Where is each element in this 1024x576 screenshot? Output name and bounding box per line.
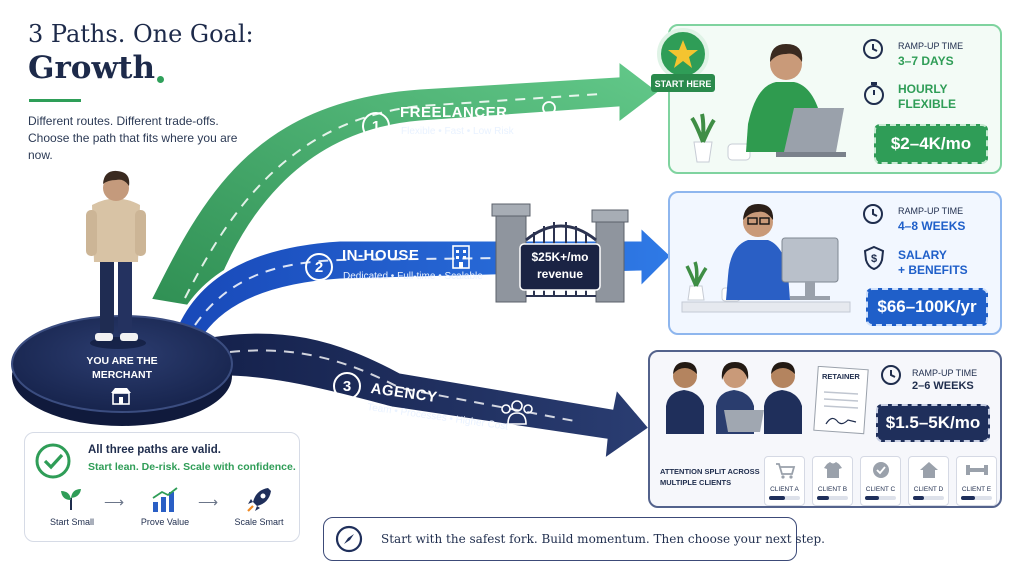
inhouse-illustration — [681, 204, 851, 313]
footer-banner — [323, 517, 797, 561]
path-1-title: FREELANCER — [400, 104, 508, 121]
agency-rampup-label: RAMP-UP TIME — [912, 368, 978, 378]
summary-tagline: Start lean. De-risk. Scale with confiden… — [88, 461, 296, 473]
bar-chart-icon — [152, 487, 178, 512]
retainer-document — [813, 366, 869, 435]
summary-heading: All three paths are valid. — [88, 444, 221, 456]
agency-team-illustration — [666, 362, 802, 434]
merchant-label: YOU ARE THE MERCHANT — [86, 355, 158, 381]
freelancer-illustration — [690, 44, 846, 163]
client-label: CLIENT B — [817, 486, 848, 493]
path-2-number: 2 — [305, 253, 333, 281]
agency-price-tag: $1.5–5K/mo — [876, 404, 990, 442]
footer-text: Start with the safest fork. Build moment… — [381, 532, 825, 546]
store-icon — [111, 388, 131, 405]
client-tile: CLIENT C — [860, 456, 901, 506]
check-circle-icon — [35, 443, 71, 479]
freelancer-rampup-label: RAMP-UP TIME — [898, 41, 964, 51]
agency-rampup-value: 2–6 WEEKS — [912, 380, 974, 392]
client-progress-fill — [817, 496, 830, 500]
summary-box — [24, 432, 300, 542]
freelancer-pay-label: HOURLY — [898, 82, 948, 96]
compass-icon — [335, 525, 363, 553]
road-inhouse-dashes — [194, 257, 501, 326]
client-tile: CLIENT A — [764, 456, 805, 506]
client-progress-track — [817, 496, 848, 500]
client-progress-track — [865, 496, 896, 500]
house-icon — [920, 462, 938, 478]
step-prove-value: Prove Value — [140, 517, 190, 527]
client-tile: CLIENT B — [812, 456, 853, 506]
inhouse-rampup-label: RAMP-UP TIME — [898, 206, 964, 216]
freelancer-pay-value: FLEXIBLE — [898, 97, 957, 111]
inhouse-pay-value: + BENEFITS — [898, 263, 968, 277]
clock-icon — [863, 204, 883, 224]
path-3-number: 3 — [333, 372, 361, 400]
client-label: CLIENT A — [770, 486, 799, 493]
rocket-icon — [247, 488, 271, 512]
person-icon — [538, 101, 560, 129]
client-progress-track — [769, 496, 800, 500]
subtitle: Different routes. Different trade-offs. … — [28, 114, 238, 162]
title-line-1: 3 Paths. One Goal: — [28, 20, 254, 48]
dumbbell-icon — [966, 465, 988, 475]
clock-icon — [863, 39, 883, 59]
step-start-small: Start Small — [49, 517, 94, 527]
freelancer-rampup-value: 3–7 DAYS — [898, 54, 954, 68]
client-tile: CLIENT D — [908, 456, 949, 506]
retainer-label: RETAINER — [822, 372, 860, 381]
client-progress-track — [961, 496, 992, 500]
step-scale-smart: Scale Smart — [234, 517, 284, 527]
shirt-icon — [824, 462, 842, 478]
building-icon — [452, 245, 470, 269]
path-1-subtitle: Flexible • Fast • Low Risk — [401, 126, 514, 137]
clock-icon — [881, 365, 901, 385]
title-accent-dot — [157, 76, 164, 83]
team-icon — [501, 400, 533, 425]
revenue-gate — [491, 203, 629, 303]
badge-check-icon — [873, 462, 889, 478]
client-progress-fill — [865, 496, 879, 500]
road-agency — [188, 330, 653, 464]
path-2-title: IN-HOUSE — [342, 247, 420, 264]
arrow-right-icon: ⟶ — [198, 494, 219, 510]
inhouse-rampup-value: 4–8 WEEKS — [898, 219, 966, 233]
client-progress-fill — [913, 496, 924, 500]
title-line-2: Growth — [28, 50, 156, 86]
road-freelancer — [147, 56, 663, 312]
inhouse-price-tag: $66–100K/yr — [866, 288, 988, 326]
arrow-right-icon: ⟶ — [104, 494, 125, 510]
road-agency-dashes — [229, 349, 581, 423]
inhouse-pay-label: SALARY — [898, 248, 947, 262]
start-here-label: START HERE — [654, 79, 712, 89]
sprout-icon — [61, 489, 81, 510]
client-progress-fill — [961, 496, 975, 500]
path-1-number: 1 — [362, 112, 390, 140]
road-freelancer-dashes — [184, 93, 601, 299]
gate-label: $25K+/mo revenue — [531, 250, 589, 281]
client-label: CLIENT D — [913, 486, 944, 493]
client-label: CLIENT E — [961, 486, 992, 493]
title-underline — [29, 99, 81, 102]
client-list: CLIENT A CLIENT B CLIENT C CLIENT D CLIE… — [764, 456, 997, 506]
cart-icon — [776, 463, 796, 479]
stopwatch-icon — [864, 82, 884, 105]
client-tile: CLIENT E — [956, 456, 997, 506]
client-progress-fill — [769, 496, 785, 500]
freelancer-price-tag: $2–4K/mo — [874, 124, 988, 164]
merchant-figure — [86, 170, 146, 349]
svg-text:$: $ — [871, 253, 877, 265]
client-progress-track — [913, 496, 944, 500]
shield-dollar-icon: $ — [863, 245, 885, 271]
attention-split-label: ATTENTION SPLIT ACROSS MULTIPLE CLIENTS — [660, 467, 760, 487]
start-here-badge — [651, 28, 715, 92]
path-2-subtitle: Dedicated • Full-time • Scalable — [343, 271, 483, 282]
client-label: CLIENT C — [865, 486, 896, 493]
